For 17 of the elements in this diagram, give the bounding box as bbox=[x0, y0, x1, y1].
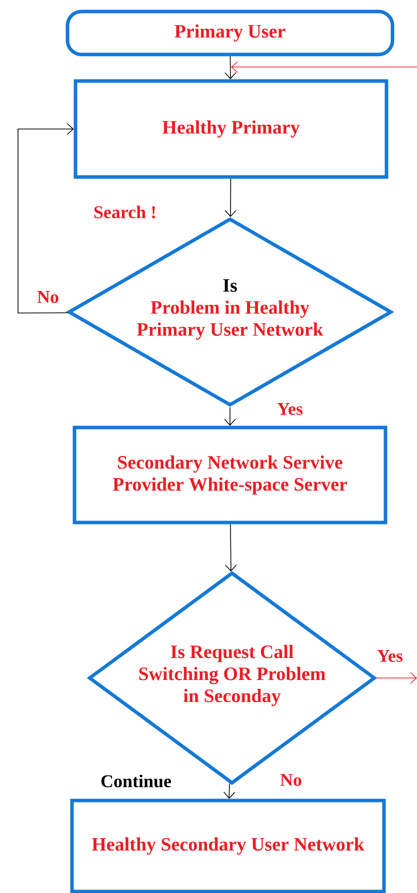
edge-label: No bbox=[279, 773, 303, 787]
edge-label: Search ! bbox=[92, 204, 158, 220]
arrow bbox=[223, 783, 236, 799]
process-box: Healthy Primary bbox=[74, 79, 388, 179]
process-box: Healthy Secondary User Network bbox=[70, 798, 386, 893]
arrow bbox=[224, 178, 236, 218]
arrow bbox=[224, 56, 236, 80]
arrow bbox=[224, 524, 237, 572]
process-box: Secondary Network Servive Provider White-space Server bbox=[72, 426, 388, 524]
edge-label: No bbox=[36, 290, 60, 304]
note-label: Continue bbox=[101, 774, 172, 788]
arrow bbox=[376, 672, 417, 684]
arrow bbox=[224, 406, 236, 426]
edge-label: Yes bbox=[376, 649, 404, 663]
arrow bbox=[18, 123, 74, 314]
terminal-box: Primary User bbox=[66, 10, 394, 56]
arrow bbox=[231, 61, 417, 73]
